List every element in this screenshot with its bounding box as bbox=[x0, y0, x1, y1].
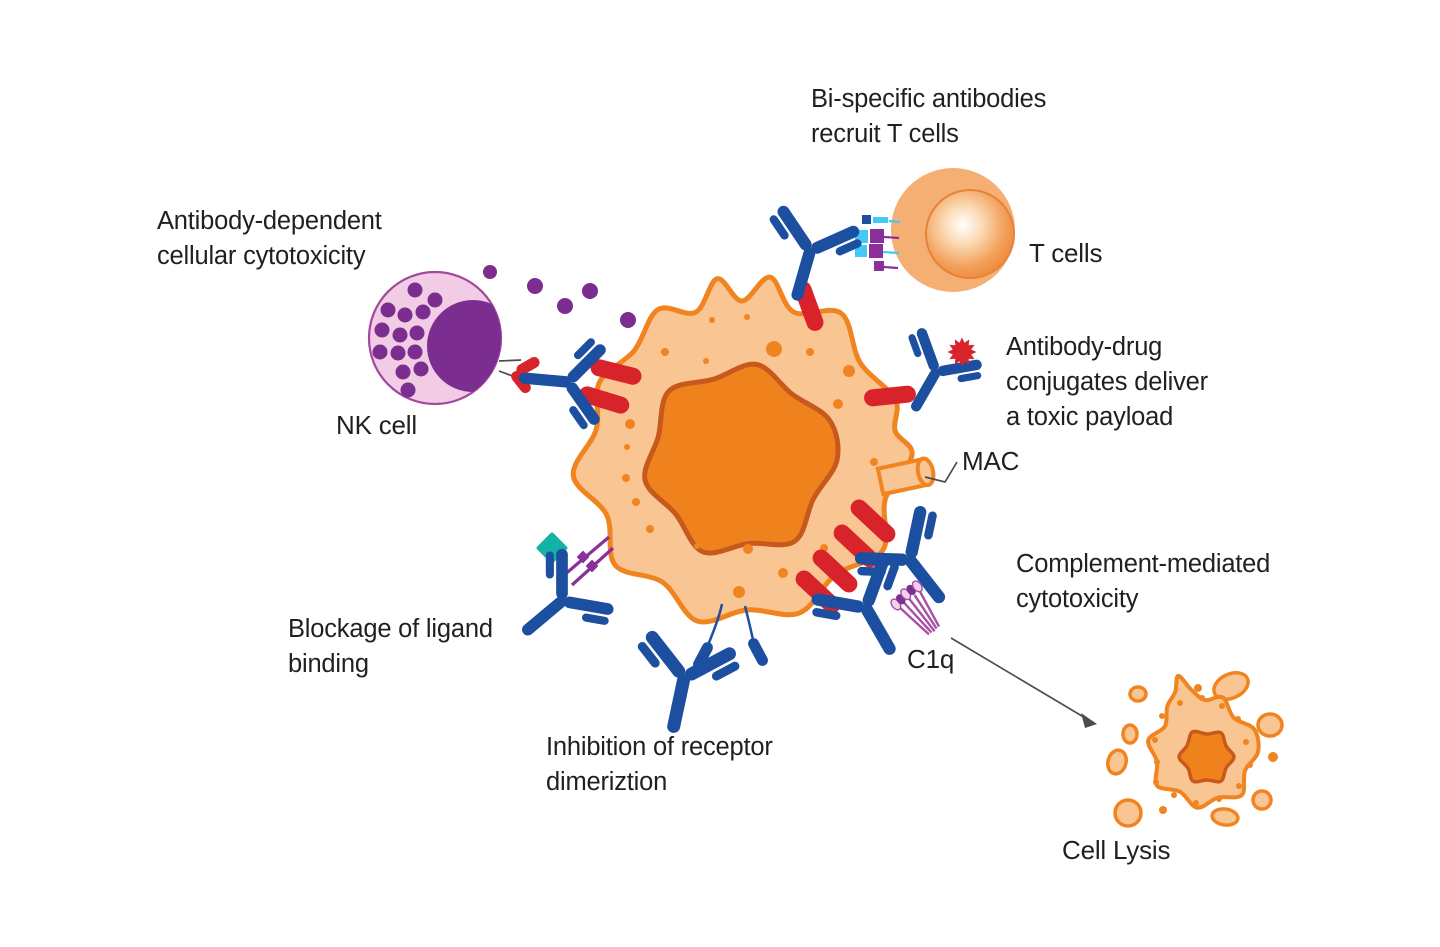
dot bbox=[778, 568, 788, 578]
membrane-blebs bbox=[1106, 670, 1284, 828]
receptor-capsule bbox=[590, 359, 642, 385]
bleb-dot bbox=[1159, 806, 1167, 814]
dot bbox=[632, 498, 640, 506]
blocked-receptor-icon bbox=[561, 535, 615, 587]
nk-granules bbox=[372, 282, 443, 398]
tumor-cell-nucleus bbox=[642, 361, 841, 556]
lysis-arrow bbox=[950, 637, 1097, 728]
tumor-cytoplasm-dots bbox=[622, 314, 878, 598]
dot bbox=[703, 358, 709, 364]
granule-dot bbox=[415, 304, 431, 320]
bleb-dot bbox=[1194, 684, 1202, 692]
granule-dot bbox=[427, 292, 443, 308]
dot bbox=[1235, 716, 1241, 722]
granule-dot bbox=[409, 325, 425, 341]
dot bbox=[1153, 779, 1159, 785]
dot bbox=[806, 348, 814, 356]
label-mac: MAC bbox=[962, 446, 1020, 476]
granule-dot bbox=[582, 283, 598, 299]
bleb bbox=[1212, 670, 1250, 702]
label-inhibition: Inhibition of receptor dimeriztion bbox=[546, 733, 773, 796]
granule-dot bbox=[397, 307, 413, 323]
dot bbox=[709, 317, 715, 323]
receptor-capsule bbox=[812, 549, 858, 593]
granule-dot bbox=[620, 312, 636, 328]
dot bbox=[833, 399, 843, 409]
granule-dot bbox=[395, 364, 411, 380]
granule-dot bbox=[413, 361, 429, 377]
dot bbox=[1236, 783, 1242, 789]
lysed-cell-nucleus bbox=[1177, 729, 1236, 784]
bleb-dot bbox=[1268, 752, 1278, 762]
dot bbox=[694, 543, 700, 549]
lysed-cell bbox=[1106, 670, 1284, 828]
dot bbox=[870, 458, 878, 466]
granule-dot bbox=[380, 302, 396, 318]
perforin-granule-dots bbox=[483, 265, 636, 328]
dot bbox=[625, 419, 635, 429]
granule-dot bbox=[392, 327, 408, 343]
dot bbox=[1199, 695, 1205, 701]
inhibition-antibody-icon bbox=[617, 625, 748, 745]
receptor-capsule bbox=[850, 499, 896, 543]
dot bbox=[843, 365, 855, 377]
granule-dot bbox=[407, 344, 423, 360]
label-bispecific: Bi-specific antibodies recruit T cells bbox=[811, 85, 1047, 148]
dot bbox=[1247, 762, 1253, 768]
label-nk-cell: NK cell bbox=[336, 410, 417, 440]
dot bbox=[1216, 796, 1222, 802]
bleb bbox=[1121, 723, 1139, 745]
dot bbox=[733, 586, 745, 598]
granule-dot bbox=[374, 322, 390, 338]
receptor-capsule bbox=[578, 386, 630, 414]
dot bbox=[1243, 739, 1249, 745]
label-c1q: C1q bbox=[907, 644, 955, 674]
drug-payload-star-icon bbox=[947, 337, 977, 367]
granule-dot bbox=[483, 265, 497, 279]
bleb bbox=[1113, 798, 1143, 828]
dot bbox=[744, 314, 750, 320]
dot bbox=[622, 474, 630, 482]
label-t-cells: T cells bbox=[1029, 238, 1103, 268]
bleb bbox=[1128, 685, 1148, 703]
dot bbox=[661, 348, 669, 356]
dot bbox=[743, 544, 753, 554]
t-cell-nucleus bbox=[925, 189, 1015, 279]
dot bbox=[1159, 713, 1165, 719]
granule-dot bbox=[557, 298, 573, 314]
dot bbox=[1154, 759, 1160, 765]
label-adc: Antibody-drug conjugates deliver a toxic… bbox=[1006, 333, 1208, 431]
granule-dot bbox=[407, 282, 423, 298]
label-cell-lysis: Cell Lysis bbox=[1062, 835, 1171, 865]
receptor-capsule bbox=[864, 385, 916, 407]
granule-dot bbox=[372, 344, 388, 360]
dot bbox=[646, 525, 654, 533]
bleb bbox=[1210, 807, 1240, 827]
label-blockage: Blockage of ligand binding bbox=[288, 615, 493, 678]
lysed-cell-dots bbox=[1152, 695, 1253, 806]
mac-pore-icon bbox=[875, 456, 936, 497]
dot bbox=[624, 444, 630, 450]
dot bbox=[766, 341, 782, 357]
granule-dot bbox=[400, 382, 416, 398]
label-adcc: Antibody-dependent cellular cytotoxicity bbox=[157, 207, 382, 270]
c1q-molecule-icon bbox=[890, 580, 941, 636]
nk-cell bbox=[367, 270, 503, 406]
label-cmc: Complement-mediated cytotoxicity bbox=[1016, 550, 1271, 613]
dot bbox=[1193, 800, 1199, 806]
nk-cell-nucleus bbox=[427, 300, 501, 392]
bleb bbox=[1251, 789, 1273, 811]
mac-pointer-line bbox=[924, 461, 958, 483]
dimer-receptors-icon bbox=[693, 603, 768, 670]
granule-dot bbox=[390, 345, 406, 361]
adcc-antibody-icon bbox=[514, 328, 610, 435]
dot bbox=[1177, 700, 1183, 706]
bleb bbox=[1256, 712, 1284, 738]
dot bbox=[1152, 737, 1158, 743]
dot bbox=[1219, 703, 1225, 709]
dot bbox=[1171, 792, 1177, 798]
granule-dot bbox=[527, 278, 543, 294]
bleb bbox=[1106, 748, 1128, 776]
